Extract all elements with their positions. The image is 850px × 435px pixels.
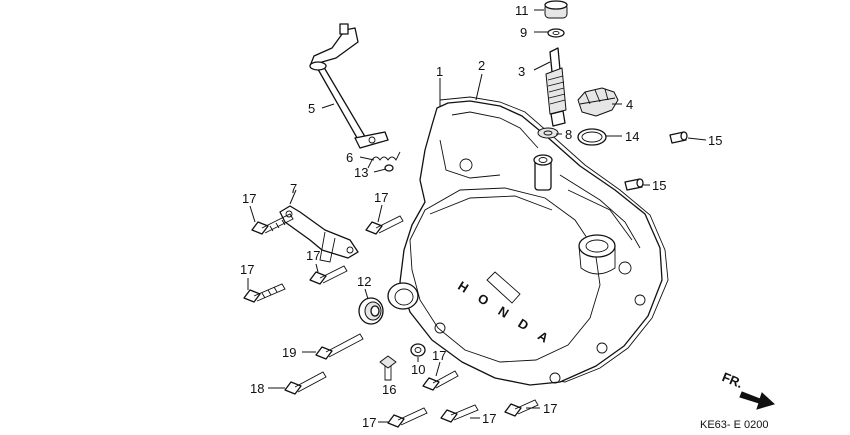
- bolt-17-center-lower: [309, 265, 348, 285]
- bolt-16: [379, 355, 397, 381]
- callout-numbers: 1 2 3 4 5 6 7 8 9 10 11 12 13 14 15 15 1…: [240, 3, 722, 430]
- bolt-17-bottom-right: [504, 399, 539, 417]
- bolt-18: [284, 371, 327, 395]
- diagram-ref-code: KE63- E 0200: [700, 419, 769, 431]
- callout-4: 4: [626, 97, 633, 112]
- cable-bracket: [279, 205, 359, 263]
- callout-14: 14: [625, 129, 639, 144]
- washer-10: [410, 343, 426, 357]
- bolt-17-left-lower: [243, 283, 286, 303]
- callout-2: 2: [478, 58, 485, 73]
- callout-13: 13: [354, 165, 368, 180]
- callout-17-b: 17: [374, 190, 388, 205]
- callout-1: 1: [436, 64, 443, 79]
- callout-19: 19: [282, 345, 296, 360]
- callout-18: 18: [250, 381, 264, 396]
- o-ring: [577, 128, 607, 146]
- callout-17-d: 17: [306, 248, 320, 263]
- callout-3: 3: [518, 64, 525, 79]
- cover-dome: [409, 187, 601, 363]
- callout-17-f: 17: [362, 415, 376, 430]
- cover-body: [399, 100, 663, 386]
- bolt-19: [315, 333, 364, 360]
- bolt-17-left-upper: [251, 213, 294, 235]
- callout-17-e: 17: [432, 348, 446, 363]
- callout-6: 6: [346, 150, 353, 165]
- callout-10: 10: [411, 362, 425, 377]
- callout-17-h: 17: [543, 401, 557, 416]
- return-spring: [367, 151, 401, 169]
- callout-15-upper: 15: [708, 133, 722, 148]
- bolt-17-center-upper: [365, 215, 404, 235]
- callout-17-a: 17: [242, 191, 256, 206]
- callout-17-g: 17: [482, 411, 496, 426]
- gear-shaft-parts: [537, 0, 568, 139]
- bolts: [243, 213, 539, 428]
- front-arrow-icon: [739, 391, 775, 410]
- callout-7: 7: [290, 181, 297, 196]
- cover-gasket: [439, 96, 669, 383]
- bolt-17-bottom-center: [422, 370, 459, 391]
- callout-9: 9: [520, 25, 527, 40]
- oil-seal: [358, 297, 384, 325]
- direction-label: FR.: [720, 369, 745, 391]
- front-direction-indicator: FR.: [720, 369, 775, 410]
- leader-lines: [247, 9, 707, 423]
- shift-arm-assembly: [309, 23, 401, 172]
- crankcase-cover: HONDA: [387, 96, 669, 386]
- bolt-17-bottom-left: [387, 407, 428, 428]
- callout-11: 11: [515, 3, 529, 18]
- callout-17-c: 17: [240, 262, 254, 277]
- callout-8: 8: [565, 127, 572, 142]
- oil-filler-cap: [577, 87, 619, 117]
- callout-12: 12: [357, 274, 371, 289]
- callout-5: 5: [308, 101, 315, 116]
- callout-15-lower: 15: [652, 178, 666, 193]
- dowel-pins: [624, 131, 688, 191]
- callout-16: 16: [382, 382, 396, 397]
- bolt-17-bottom-mid: [440, 404, 479, 423]
